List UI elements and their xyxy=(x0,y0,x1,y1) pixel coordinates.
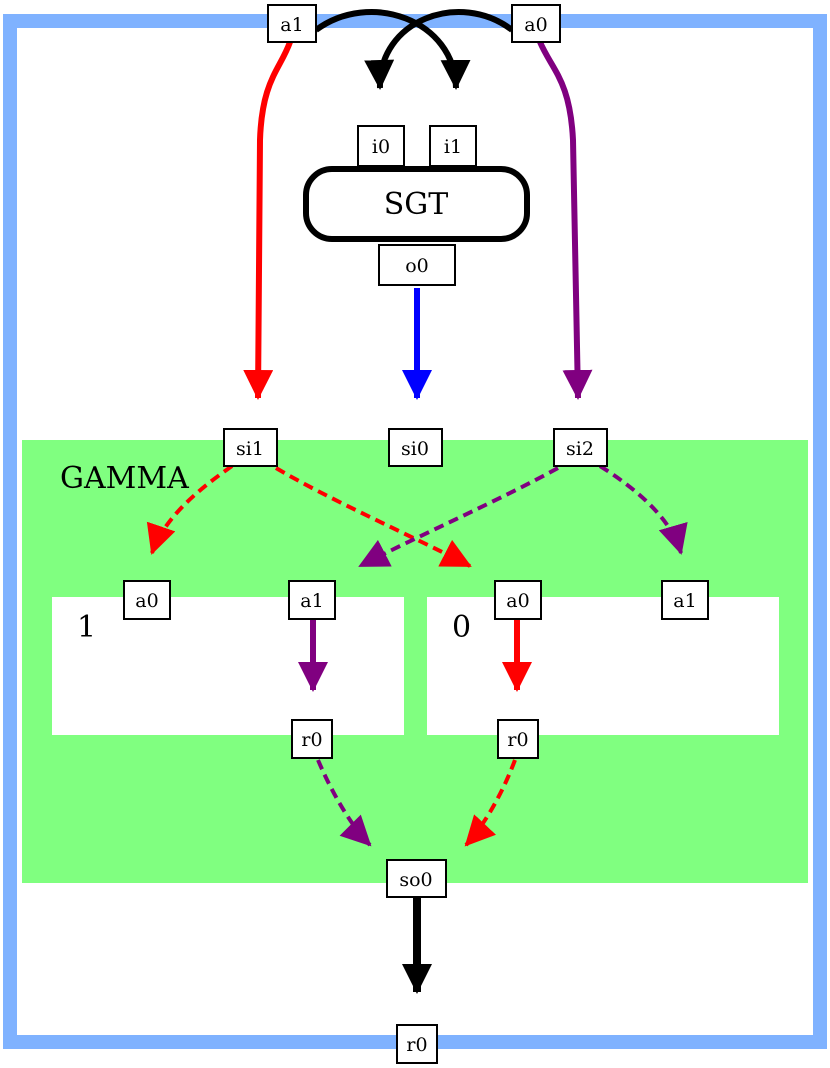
gamma-port-si0[interactable]: si0 xyxy=(388,428,443,467)
sgt-label: SGT xyxy=(384,187,449,222)
svg-text:r0: r0 xyxy=(406,1034,427,1056)
sgt-port-i1[interactable]: i1 xyxy=(429,125,477,167)
sgt-port-i0[interactable]: i0 xyxy=(357,125,405,167)
edge-a0-to-i0 xyxy=(364,9,514,90)
edge-a0-to-si2 xyxy=(537,40,593,400)
gamma-label: GAMMA xyxy=(60,461,189,496)
edge-a1-to-i1 xyxy=(314,9,471,90)
branch0-port-a1[interactable]: a1 xyxy=(661,580,709,620)
svg-text:a1: a1 xyxy=(300,590,323,612)
branch-box-1 xyxy=(52,597,404,735)
edge-si2-to-branch1-a1 xyxy=(358,466,559,568)
branch1-port-a0[interactable]: a0 xyxy=(123,580,171,620)
branch-label-0: 0 xyxy=(452,610,471,645)
outer-port-a0[interactable]: a0 xyxy=(511,4,561,43)
svg-text:o0: o0 xyxy=(405,255,429,277)
svg-text:si1: si1 xyxy=(236,438,264,460)
edge-a1-to-si1 xyxy=(243,40,293,400)
svg-text:i1: i1 xyxy=(444,136,462,158)
sgt-port-o0[interactable]: o0 xyxy=(378,244,456,286)
branch0-port-a0[interactable]: a0 xyxy=(494,580,542,620)
ports: a1 a0 i0 i1 o0 si1 si0 si2 xyxy=(123,4,709,1064)
svg-text:r0: r0 xyxy=(301,729,322,751)
svg-text:a0: a0 xyxy=(506,590,529,612)
outer-port-a1[interactable]: a1 xyxy=(267,4,317,43)
gamma-port-si2[interactable]: si2 xyxy=(553,428,608,467)
gamma-port-si1[interactable]: si1 xyxy=(223,428,278,467)
sgt-node xyxy=(303,166,530,242)
svg-text:si2: si2 xyxy=(566,438,594,460)
edges xyxy=(146,9,688,994)
edge-si1-to-branch0-a0 xyxy=(274,466,472,568)
branch1-port-a1[interactable]: a1 xyxy=(288,580,336,620)
edge-branch0-r0-to-so0 xyxy=(464,759,517,847)
svg-text:i0: i0 xyxy=(372,136,390,158)
branch-box-0 xyxy=(427,597,779,735)
branch1-port-r0[interactable]: r0 xyxy=(291,719,333,759)
svg-text:a1: a1 xyxy=(280,14,303,36)
svg-text:a0: a0 xyxy=(524,14,547,36)
svg-text:r0: r0 xyxy=(507,729,528,751)
svg-text:si0: si0 xyxy=(401,438,429,460)
branch-label-1: 1 xyxy=(77,610,96,645)
svg-text:a1: a1 xyxy=(673,590,696,612)
svg-text:a0: a0 xyxy=(135,590,158,612)
outer-port-r0[interactable]: r0 xyxy=(396,1024,438,1064)
branch0-port-r0[interactable]: r0 xyxy=(497,719,539,759)
gamma-port-so0[interactable]: so0 xyxy=(386,859,447,898)
svg-text:so0: so0 xyxy=(399,869,432,891)
